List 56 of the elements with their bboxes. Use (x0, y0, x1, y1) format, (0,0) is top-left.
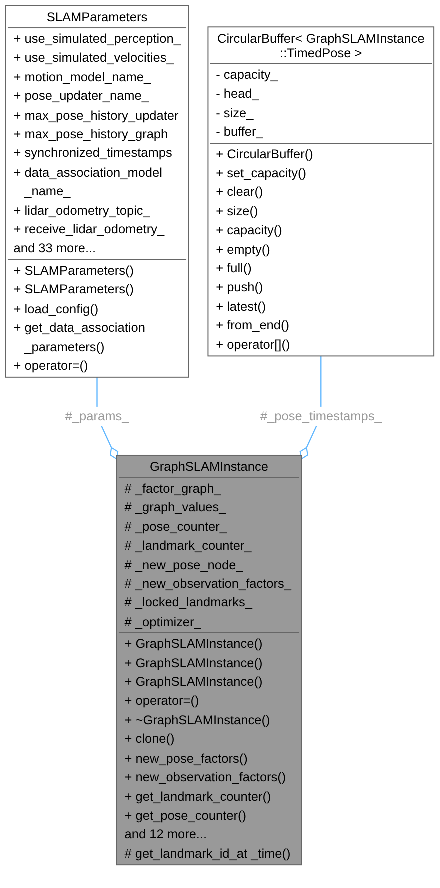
member-entry: + capacity() (216, 222, 284, 240)
member-entry: + receive_lidar_odometry_ (14, 221, 166, 239)
member-entry: + SLAMParameters() (14, 262, 136, 280)
class-name: SLAMParameters (46, 8, 149, 27)
member-entry: + GraphSLAMInstance() (124, 674, 264, 692)
member-entry: + lidar_odometry_topic_ (14, 202, 152, 220)
member-entry: + motion_model_name_ (14, 68, 152, 86)
class-name: GraphSLAMInstance (148, 458, 270, 476)
member-entry: + ~GraphSLAMInstance() (124, 712, 272, 730)
member-entry: + GraphSLAMInstance() (124, 635, 264, 654)
member-entry: and 12 more... (124, 826, 208, 844)
member-entry: - size_ (216, 104, 255, 122)
member-entry: + clear() (216, 184, 264, 202)
member-entry: - head_ (216, 85, 260, 104)
member-entry: # get_landmark_id_at _time() (124, 845, 292, 863)
member-entry: # _factor_graph_ (124, 480, 222, 498)
member-entry: # _locked_landmarks_ (124, 594, 254, 612)
member-entry: # _new_pose_node_ (124, 556, 244, 574)
member-entry: + from_end() (216, 317, 291, 335)
member-entry: + operator=() (14, 357, 90, 376)
member-entry: + SLAMParameters() (14, 281, 136, 299)
member-entry: + CircularBuffer() (216, 146, 314, 164)
edge-label: #_params_ (65, 408, 130, 424)
member-entry: + full() (216, 260, 253, 278)
member-entry: + pose_updater_name_ (14, 88, 150, 106)
member-entry: + use_simulated_perception_ (14, 30, 182, 48)
member-entry: + size() (216, 202, 260, 220)
member-entry: # _graph_values_ (124, 499, 228, 517)
member-entry: + operator=() (124, 692, 200, 710)
member-entry: + get_pose_counter() (124, 806, 248, 825)
member-entry: + data_association_model _name_ (14, 164, 164, 201)
member-entry: + max_pose_history_graph (14, 126, 170, 144)
member-entry: + use_simulated_velocities_ (14, 50, 175, 68)
member-entry: - buffer_ (216, 124, 264, 142)
member-entry: + synchronized_timestamps (14, 144, 174, 163)
member-entry: and 33 more... (14, 240, 98, 258)
member-entry: + new_pose_factors() (124, 750, 249, 768)
member-entry: + operator[]() (216, 336, 292, 354)
member-entry: + push() (216, 278, 264, 297)
member-entry: + new_observation_factors() (124, 768, 288, 787)
member-entry: # _landmark_counter_ (124, 537, 253, 555)
member-entry: # _pose_counter_ (124, 518, 228, 536)
member-entry: + empty() (216, 240, 272, 259)
member-entry: + set_capacity() (216, 164, 308, 182)
member-entry: + max_pose_history_updater (14, 106, 180, 125)
member-entry: - capacity_ (216, 66, 279, 84)
member-entry: + clone() (124, 730, 176, 748)
member-entry: + load_config() (14, 300, 100, 318)
class-name: CircularBuffer< GraphSLAMInstance ::TimedPose > (216, 30, 426, 63)
edge-label: #_pose_timestamps_ (260, 408, 382, 424)
member-entry: + get_landmark_counter() (124, 788, 272, 806)
member-entry: # _new_observation_factors_ (124, 575, 293, 594)
member-entry: + GraphSLAMInstance() (124, 654, 264, 672)
member-entry: + get_data_association _parameters() (14, 319, 146, 356)
member-entry: # _optimizer_ (124, 613, 202, 632)
member-entry: + latest() (216, 298, 268, 316)
